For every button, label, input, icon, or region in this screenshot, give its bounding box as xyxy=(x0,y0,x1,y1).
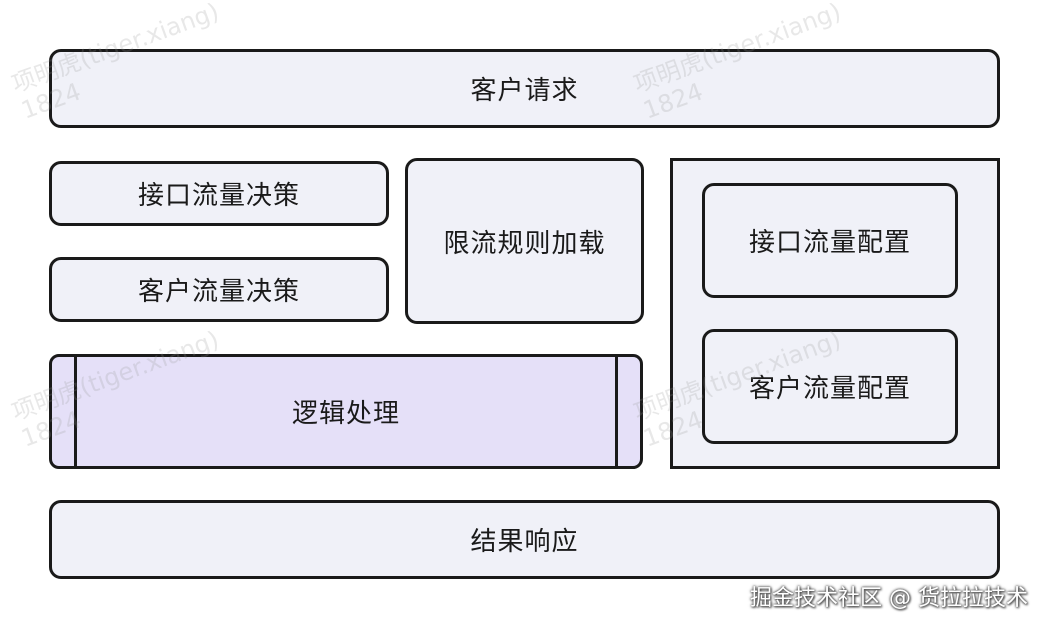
interface-flow-config-box: 接口流量配置 xyxy=(702,183,958,298)
result-response-label: 结果响应 xyxy=(470,527,579,557)
client-request-box: 客户请求 xyxy=(49,49,1000,128)
client-flow-config-box: 客户流量配置 xyxy=(702,329,958,444)
result-response-box: 结果响应 xyxy=(49,500,1000,579)
client-flow-config-label: 客户流量配置 xyxy=(748,374,911,404)
rate-limit-rule-loading-label: 限流规则加载 xyxy=(443,228,606,259)
interface-flow-config-label: 接口流量配置 xyxy=(748,228,911,258)
client-flow-decision-label: 客户流量决策 xyxy=(137,277,300,307)
client-flow-decision-box: 客户流量决策 xyxy=(49,257,389,322)
client-request-label: 客户请求 xyxy=(470,76,579,106)
logic-processing-label: 逻辑处理 xyxy=(291,399,400,429)
footer-credit: 掘金技术社区 @ 货拉拉技术 xyxy=(750,586,1028,611)
interface-flow-decision-label: 接口流量决策 xyxy=(137,181,300,211)
rate-limit-rule-loading-box: 限流规则加载 xyxy=(405,158,644,324)
interface-flow-decision-box: 接口流量决策 xyxy=(49,161,389,226)
logic-processing-box: 逻辑处理 xyxy=(49,354,643,469)
